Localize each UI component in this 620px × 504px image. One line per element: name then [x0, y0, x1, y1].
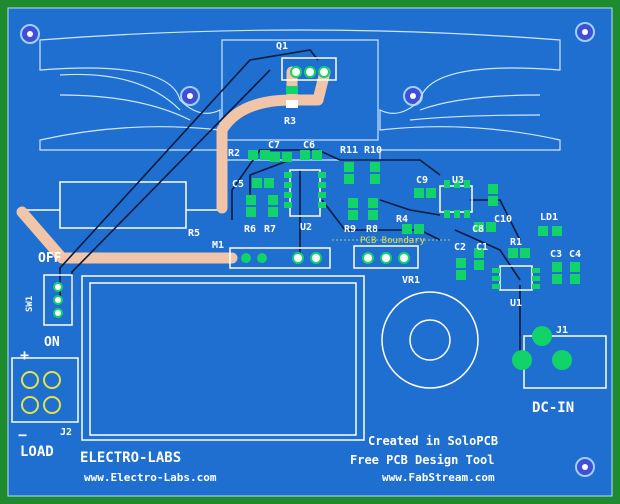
label-c9: C9	[416, 175, 428, 186]
label-r1: R1	[510, 237, 522, 248]
label-load: LOAD	[20, 444, 54, 460]
label-r9: R9	[344, 224, 356, 235]
r5-outline	[59, 181, 187, 229]
label-q1: Q1	[276, 41, 288, 52]
label-vr1: VR1	[402, 275, 420, 286]
label-r2: R2	[228, 148, 240, 159]
j1-pad[interactable]	[532, 326, 552, 346]
sw1-pad[interactable]	[53, 308, 63, 318]
r3-pad[interactable]	[286, 100, 298, 108]
j2-pad[interactable]	[43, 371, 61, 389]
label-dc-in: DC-IN	[532, 400, 574, 416]
label-c5: C5	[232, 179, 244, 190]
label-r11: R11	[340, 145, 358, 156]
m1-connector[interactable]	[229, 247, 331, 269]
brand-url: www.Electro-Labs.com	[84, 471, 217, 484]
mounting-hole	[403, 86, 423, 106]
q1-pad[interactable]	[304, 66, 316, 78]
label-j2: J2	[60, 427, 72, 438]
created-line: Created in SoloPCB	[368, 434, 498, 448]
label-j1: J1	[556, 325, 568, 336]
j2-pad[interactable]	[43, 396, 61, 414]
label-c8: C8	[472, 224, 484, 235]
label-r4: R4	[396, 214, 408, 225]
label-c10: C10	[494, 214, 512, 225]
mounting-hole	[575, 457, 595, 477]
sw1-outline[interactable]	[43, 274, 73, 326]
mounting-hole	[20, 24, 40, 44]
label-c7: C7	[268, 140, 280, 151]
sw1-pad[interactable]	[53, 282, 63, 292]
j2-terminal[interactable]	[11, 357, 79, 423]
label-ld1: LD1	[540, 212, 558, 223]
j1-pad[interactable]	[552, 350, 572, 370]
vr1-pad[interactable]	[380, 252, 392, 264]
label-r7: R7	[264, 224, 276, 235]
tool-line: Free PCB Design Tool	[350, 453, 495, 467]
label-r8: R8	[366, 224, 378, 235]
label-c1: C1	[476, 242, 488, 253]
vr1-pad[interactable]	[362, 252, 374, 264]
fab-url: www.FabStream.com	[382, 471, 495, 484]
m1-pad[interactable]	[241, 253, 251, 263]
label-u3: U3	[452, 175, 464, 186]
label-u1: U1	[510, 298, 522, 309]
q1-pad[interactable]	[290, 66, 302, 78]
brand-name: ELECTRO-LABS	[80, 450, 181, 466]
mounting-hole	[180, 86, 200, 106]
u2-pins[interactable]	[284, 172, 326, 208]
label-c3: C3	[550, 249, 562, 260]
label-m1: M1	[212, 240, 224, 251]
label-r5: R5	[188, 228, 200, 239]
sw1-pad[interactable]	[53, 295, 63, 305]
mounting-hole	[575, 22, 595, 42]
label-on: ON	[44, 335, 60, 350]
signal-traces	[59, 49, 521, 360]
vr1-outline[interactable]	[353, 245, 419, 269]
label-c4: C4	[569, 249, 581, 260]
vr1-pad[interactable]	[398, 252, 410, 264]
label-sw1: SW1	[25, 296, 35, 312]
knob-outline	[381, 291, 479, 389]
m1-pad[interactable]	[292, 252, 304, 264]
label-minus: −	[18, 426, 27, 444]
label-r3: R3	[284, 116, 296, 127]
u1-pins[interactable]	[492, 268, 540, 289]
m1-pad[interactable]	[257, 253, 267, 263]
u3-pins[interactable]	[444, 180, 470, 218]
smd-pads[interactable]	[246, 150, 580, 284]
display-window	[89, 282, 357, 436]
label-r6: R6	[244, 224, 256, 235]
pcb-boundary-label: PCB Boundary	[360, 236, 426, 246]
r3-pad[interactable]	[286, 86, 298, 94]
m1-pad[interactable]	[310, 252, 322, 264]
label-plus: +	[20, 346, 29, 364]
q1-outline[interactable]	[281, 57, 337, 81]
display-outline	[81, 275, 365, 441]
label-c2: C2	[454, 242, 466, 253]
label-c6: C6	[303, 140, 315, 151]
j2-pad[interactable]	[21, 396, 39, 414]
label-r10: R10	[364, 145, 382, 156]
label-u2: U2	[300, 222, 312, 233]
j1-pad[interactable]	[512, 350, 532, 370]
j2-pad[interactable]	[21, 371, 39, 389]
label-off: OFF	[38, 251, 62, 266]
q1-pad[interactable]	[318, 66, 330, 78]
knob-shaft	[409, 319, 451, 361]
